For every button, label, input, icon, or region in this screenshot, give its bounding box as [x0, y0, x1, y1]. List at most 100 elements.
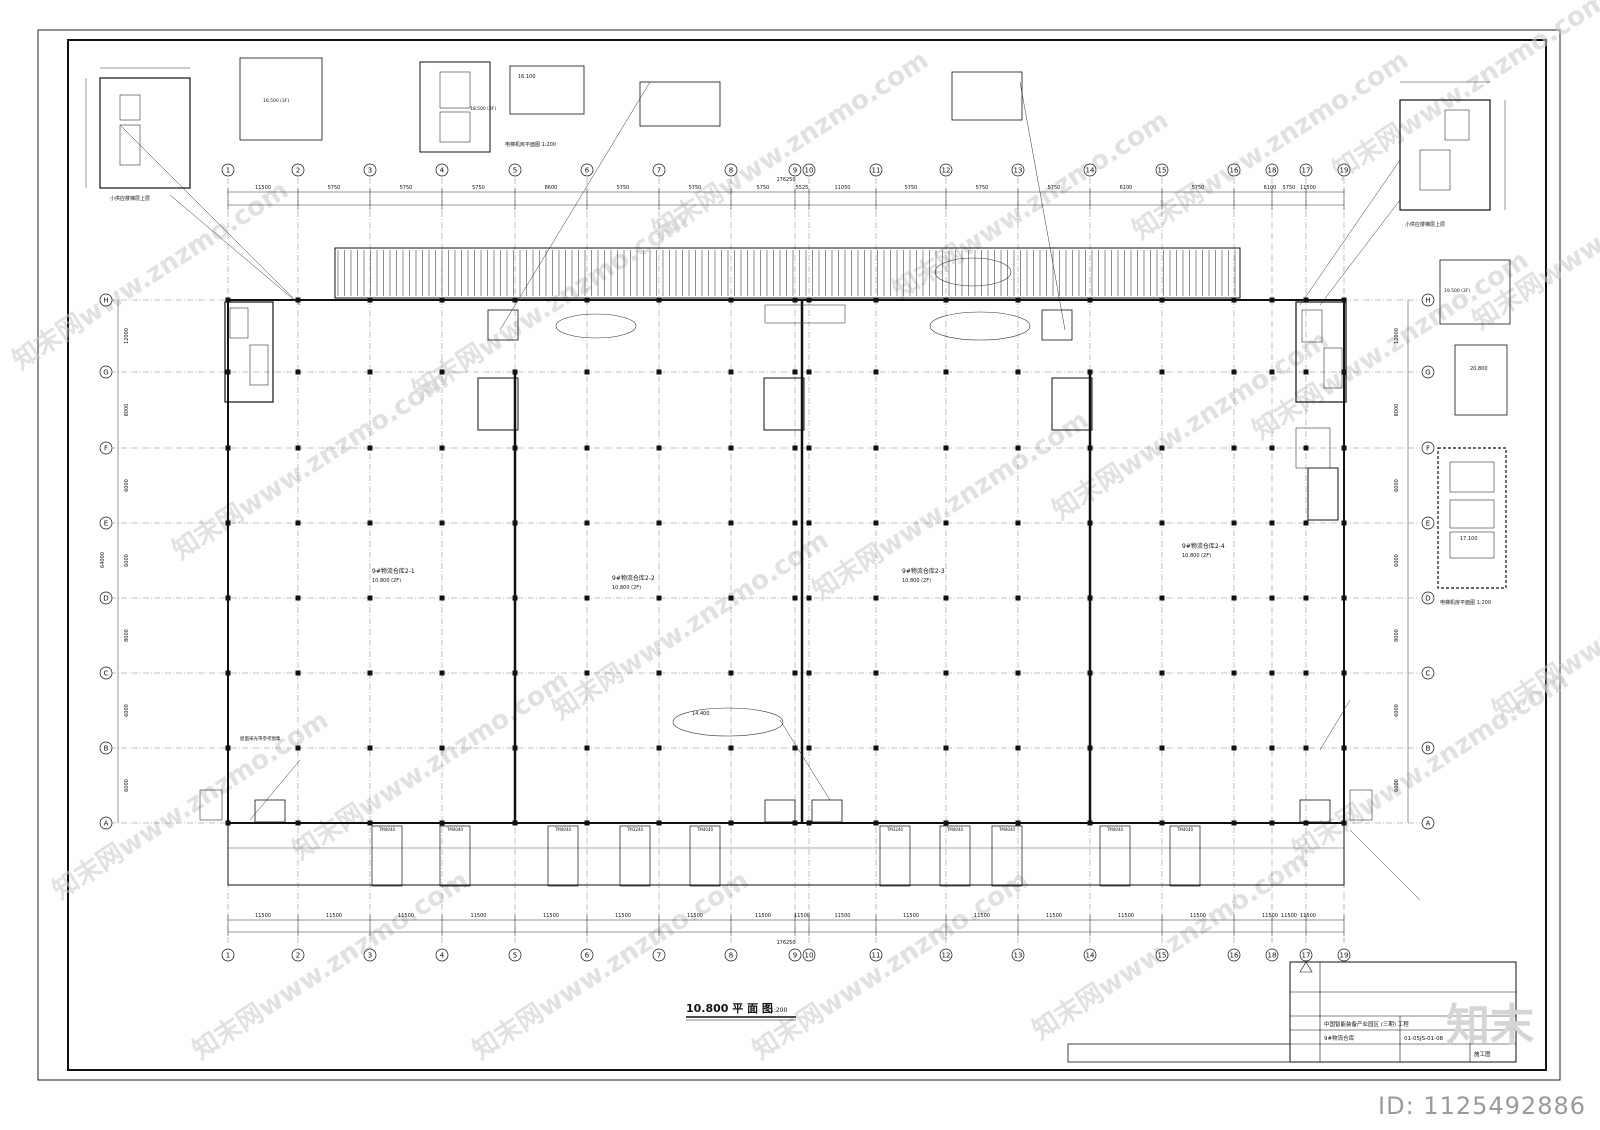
grid-col-bubble: [1337, 948, 1351, 962]
note-2: 16.500 (3F): [263, 98, 289, 104]
structural-column: [439, 445, 445, 451]
grid-row-label: H: [103, 297, 108, 305]
grid-col-bubble: [1083, 163, 1097, 177]
structural-column: [656, 745, 662, 751]
grid-col-label: 19: [1340, 167, 1349, 175]
structural-column: [943, 369, 949, 375]
grid-col-label: 5: [513, 952, 517, 960]
dim-text-right: 6000: [1394, 779, 1400, 792]
watermark-layer: 知末网www.znzmo.com 知末网www.znzmo.com 知末网www.z…: [7, 0, 1600, 1066]
dim-text-right: 6000: [1394, 704, 1400, 717]
inset-top-right: 小供应楼梯层上层: [1399, 81, 1511, 416]
structural-column: [1231, 595, 1237, 601]
structural-column: [1303, 445, 1309, 451]
grid-col-bubble: [1337, 163, 1351, 177]
dim-text-top: 5750: [617, 185, 630, 191]
structural-column: [1231, 445, 1237, 451]
warehouse-level-2: 10.800 (2F): [612, 585, 641, 591]
grid-col-bubble: [580, 163, 594, 177]
structural-column: [1159, 595, 1165, 601]
structural-column: [367, 670, 373, 676]
grid-col-bubble: [1011, 163, 1025, 177]
dim-text-bottom: 11500: [835, 913, 851, 919]
grid-row-bubble: [99, 441, 113, 455]
loading-door-label: TM3240: [626, 827, 644, 832]
dim-text-left: 12000: [124, 328, 130, 344]
dim-text-top: 5525: [796, 185, 809, 191]
grid-row-label: A: [1426, 820, 1431, 828]
grid-row-label: A: [104, 820, 109, 828]
grid-row-label: G: [1425, 369, 1430, 377]
drawing-name: 9#物流仓库: [1324, 1034, 1355, 1042]
dim-text-top: 5750: [757, 185, 770, 191]
grid-col-label: 15: [1158, 167, 1167, 175]
structural-column: [1231, 520, 1237, 526]
dim-text-top: 6100: [1264, 185, 1277, 191]
structural-column: [295, 670, 301, 676]
watermark-text: 知末网www.znzmo.com: [167, 365, 454, 566]
structural-column: [792, 745, 798, 751]
grid-row-bubble: [1421, 516, 1435, 530]
grid-col-label: 9: [793, 952, 797, 960]
watermark-text: 知末网www.znzmo.com: [747, 865, 1034, 1066]
dim-text-top: 5750: [1283, 185, 1296, 191]
grid-col-bubble: [508, 163, 522, 177]
dim-text-left: 8000: [124, 404, 130, 417]
structural-column: [792, 369, 798, 375]
inset-top-left: 小供应楼梯层上层: [85, 67, 191, 202]
grid-col-label: 12: [942, 952, 951, 960]
id-label: ID: 1125492886: [1378, 1092, 1586, 1120]
structural-column: [1303, 670, 1309, 676]
grid-col-bubble: [652, 163, 666, 177]
watermark-text: 知末网www.znzmo.com: [647, 45, 934, 246]
dim-text-left: 6000: [124, 704, 130, 717]
warehouse-name-1: 9#物流仓库2-1: [372, 567, 415, 575]
title-block: 中国智能装备产业园区 (三期) 工程 9#物流仓库 01-05JS-01-08 …: [1067, 961, 1534, 1063]
grid-col-bubble: [291, 948, 305, 962]
inset-right-elevator: 电梯机房平面图 1:200: [1437, 447, 1507, 606]
dim-text-bottom: 11500: [615, 913, 631, 919]
dim-text-bottom: 11500: [1262, 913, 1278, 919]
grid-col-label: 1: [226, 952, 230, 960]
structural-column: [1303, 520, 1309, 526]
structural-column: [367, 445, 373, 451]
loading-door-label: TM4040: [446, 827, 464, 832]
grid-row-label: E: [1426, 520, 1430, 528]
grid-row-label: C: [104, 670, 109, 678]
annotation-leaders: [119, 81, 1421, 901]
watermark-text: 知末网www.znzmo.com: [287, 665, 574, 866]
structural-column: [584, 369, 590, 375]
loading-dock: [1169, 825, 1201, 887]
grid-col-label: 10: [805, 952, 814, 960]
warehouse-level-3: 10.800 (2F): [902, 578, 931, 584]
grid-col-label: 5: [513, 167, 517, 175]
grid-col-label: 6: [585, 952, 590, 960]
grid-col-label: 6: [585, 167, 590, 175]
dim-text-top: 11500: [255, 185, 271, 191]
grid-row-bubble: [1421, 666, 1435, 680]
structural-column: [1269, 670, 1275, 676]
grid-row-bubble: [1421, 816, 1435, 830]
note-5: 17.100: [1460, 536, 1478, 542]
dim-text-right: 6000: [1394, 479, 1400, 492]
grid-col-bubble: [788, 163, 802, 177]
grid-col-label: 7: [657, 952, 661, 960]
grid-col-bubble: [724, 948, 738, 962]
dim-text-top: 5750: [400, 185, 413, 191]
dim-text-left-total: 64000: [100, 552, 106, 568]
structural-column: [1159, 520, 1165, 526]
structural-column: [943, 745, 949, 751]
loading-dock: [619, 825, 651, 887]
structural-column: [295, 745, 301, 751]
dimension-lines: 1150011500575011500575011500575011500860…: [100, 177, 1409, 946]
structural-column: [806, 670, 812, 676]
dim-text-bottom: 11500: [687, 913, 703, 919]
structural-column: [728, 520, 734, 526]
structural-column: [584, 670, 590, 676]
grid-row-bubble: [1421, 591, 1435, 605]
structural-column: [873, 520, 879, 526]
grid-col-bubble: [221, 163, 235, 177]
loading-dock: [939, 825, 971, 887]
plan-title: 10.800 平 面 图 1:200: [686, 1002, 796, 1021]
